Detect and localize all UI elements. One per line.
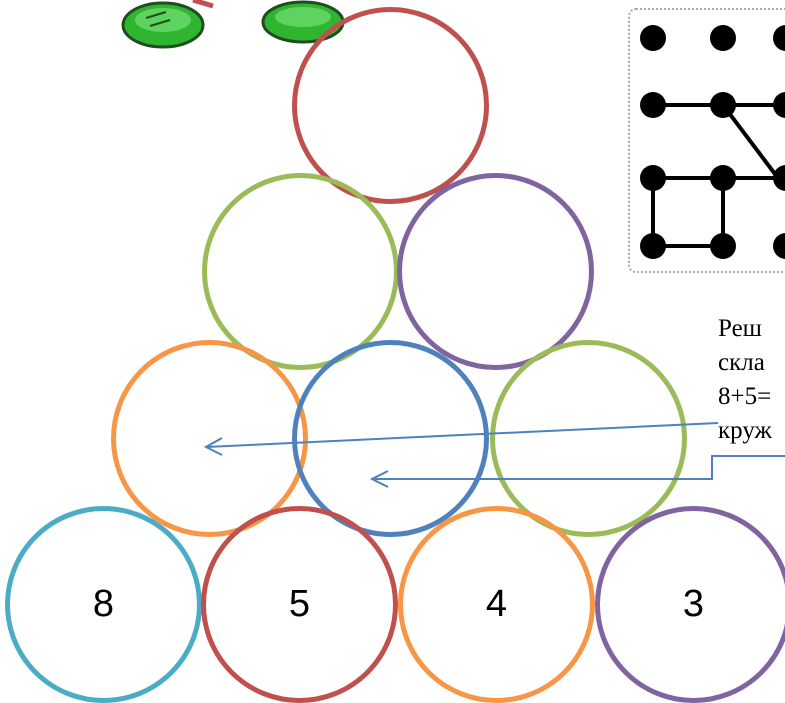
task-line-3: 8+5= <box>718 383 772 410</box>
pyramid-circle-row3-middle[interactable] <box>292 340 489 537</box>
task-line-4: круж <box>718 417 772 444</box>
bottom-number-2: 5 <box>288 583 311 625</box>
sneakers-icon <box>121 0 345 49</box>
bottom-number-4: 3 <box>682 583 705 625</box>
pyramid-circle-bottom-1[interactable]: 8 <box>5 506 202 703</box>
pyramid-circle-row2-right[interactable] <box>397 173 594 370</box>
bottom-number-3: 4 <box>485 583 508 625</box>
pyramid-circle-bottom-3[interactable]: 4 <box>398 506 595 703</box>
task-line-1: Реш <box>718 315 762 342</box>
task-description: Реш скла 8+5= круж <box>718 312 772 448</box>
bottom-number-1: 8 <box>92 583 115 625</box>
pyramid-circle-bottom-2[interactable]: 5 <box>201 506 398 703</box>
dot-grid-puzzle-icon <box>640 25 785 259</box>
pyramid-circle-bottom-4[interactable]: 3 <box>595 506 785 703</box>
task-line-2: скла <box>718 349 765 376</box>
pyramid-circle-row2-left[interactable] <box>202 173 399 370</box>
pyramid-circle-row3-right[interactable] <box>490 340 687 537</box>
pyramid-circle-top[interactable] <box>292 7 489 204</box>
